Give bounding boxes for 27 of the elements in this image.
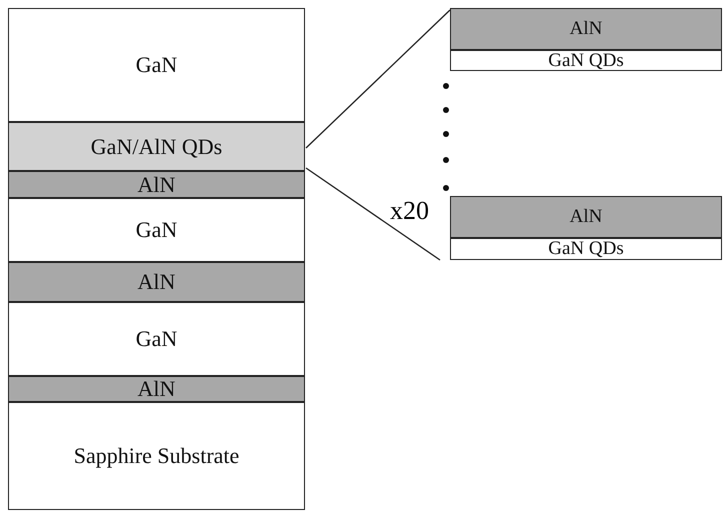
layer-band bbox=[8, 302, 305, 376]
layer-label: GaN bbox=[136, 52, 178, 78]
layer-label: GaN bbox=[136, 217, 178, 243]
zoom-line bbox=[306, 167, 440, 261]
layer-label: AlN bbox=[138, 269, 176, 295]
layer-label: GaN/AlN QDs bbox=[90, 134, 222, 160]
layer-band bbox=[8, 122, 305, 171]
layer-band bbox=[450, 8, 722, 50]
layer-band bbox=[8, 198, 305, 262]
layer-label: AlN bbox=[138, 376, 176, 402]
layer-label: GaN QDs bbox=[548, 50, 624, 72]
layer-band bbox=[450, 196, 722, 238]
layer-band bbox=[8, 8, 305, 122]
layer-band bbox=[450, 238, 722, 260]
layer-label: GaN bbox=[136, 326, 178, 352]
layer-label: Sapphire Substrate bbox=[74, 443, 240, 469]
layer-label: GaN QDs bbox=[548, 238, 624, 260]
layer-label: AlN bbox=[138, 172, 176, 198]
layer-label: AlN bbox=[570, 18, 602, 40]
layer-label: AlN bbox=[570, 206, 602, 228]
layer-band bbox=[8, 402, 305, 510]
zoom-line bbox=[306, 10, 450, 148]
layer-band bbox=[450, 50, 722, 71]
repeat-count: x20 bbox=[390, 196, 429, 226]
layer-band bbox=[8, 171, 305, 198]
layer-band bbox=[8, 376, 305, 402]
layer-band bbox=[8, 262, 305, 302]
